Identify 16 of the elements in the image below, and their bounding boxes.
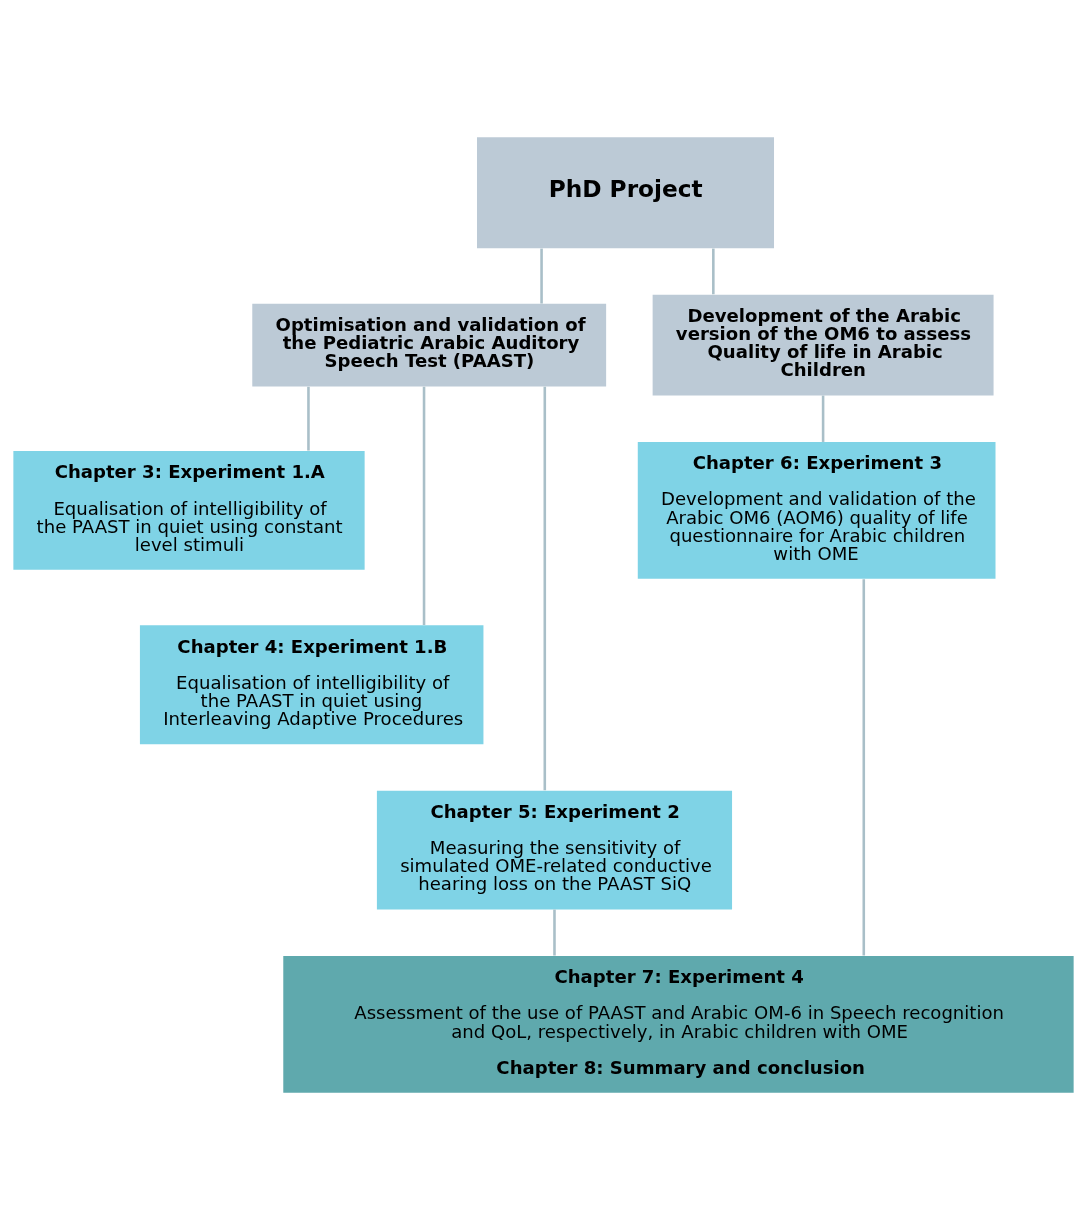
connector: [540, 248, 543, 304]
node-box: Optimisation and validation of the Pediatric Arabic Auditory Speech Test (PAAST): [252, 303, 607, 386]
node-box: Chapter 5: Experiment 2 Measuring the sensitivity of simulated OME-related conductive hearing loss on the PAAST SiQ: [376, 790, 733, 909]
node-box: PhD Project: [477, 136, 774, 248]
connector: [712, 248, 715, 294]
connector: [307, 386, 310, 451]
node-box: Development of the Arabic version of the OM6 to assess Quality of life in Arabic Children: [652, 294, 994, 395]
node-box: Chapter 6: Experiment 3 Development and validation of the Arabic OM6 (AOM6) quality of life questionnaire for Arabic children with OME: [637, 441, 996, 579]
connector: [543, 386, 547, 790]
node-box: Chapter 4: Experiment 1.B Equalisation of intelligibility of the PAAST in quiet using Interleaving Adaptive Procedures: [139, 624, 484, 744]
node-box: Chapter 7: Experiment 4 Assessment of the use of PAAST and Arabic OM-6 in Speech recognition and QoL, respectively, in Arabic children with OME Chapter 8: Summary and conclusion: [283, 955, 1074, 1093]
connector: [553, 909, 556, 956]
connector: [821, 395, 825, 442]
connector: [862, 578, 866, 956]
node-box: Chapter 3: Experiment 1.A Equalisation of intelligibility of the PAAST in quiet using constant level stimuli: [13, 450, 365, 570]
connector: [422, 386, 426, 625]
